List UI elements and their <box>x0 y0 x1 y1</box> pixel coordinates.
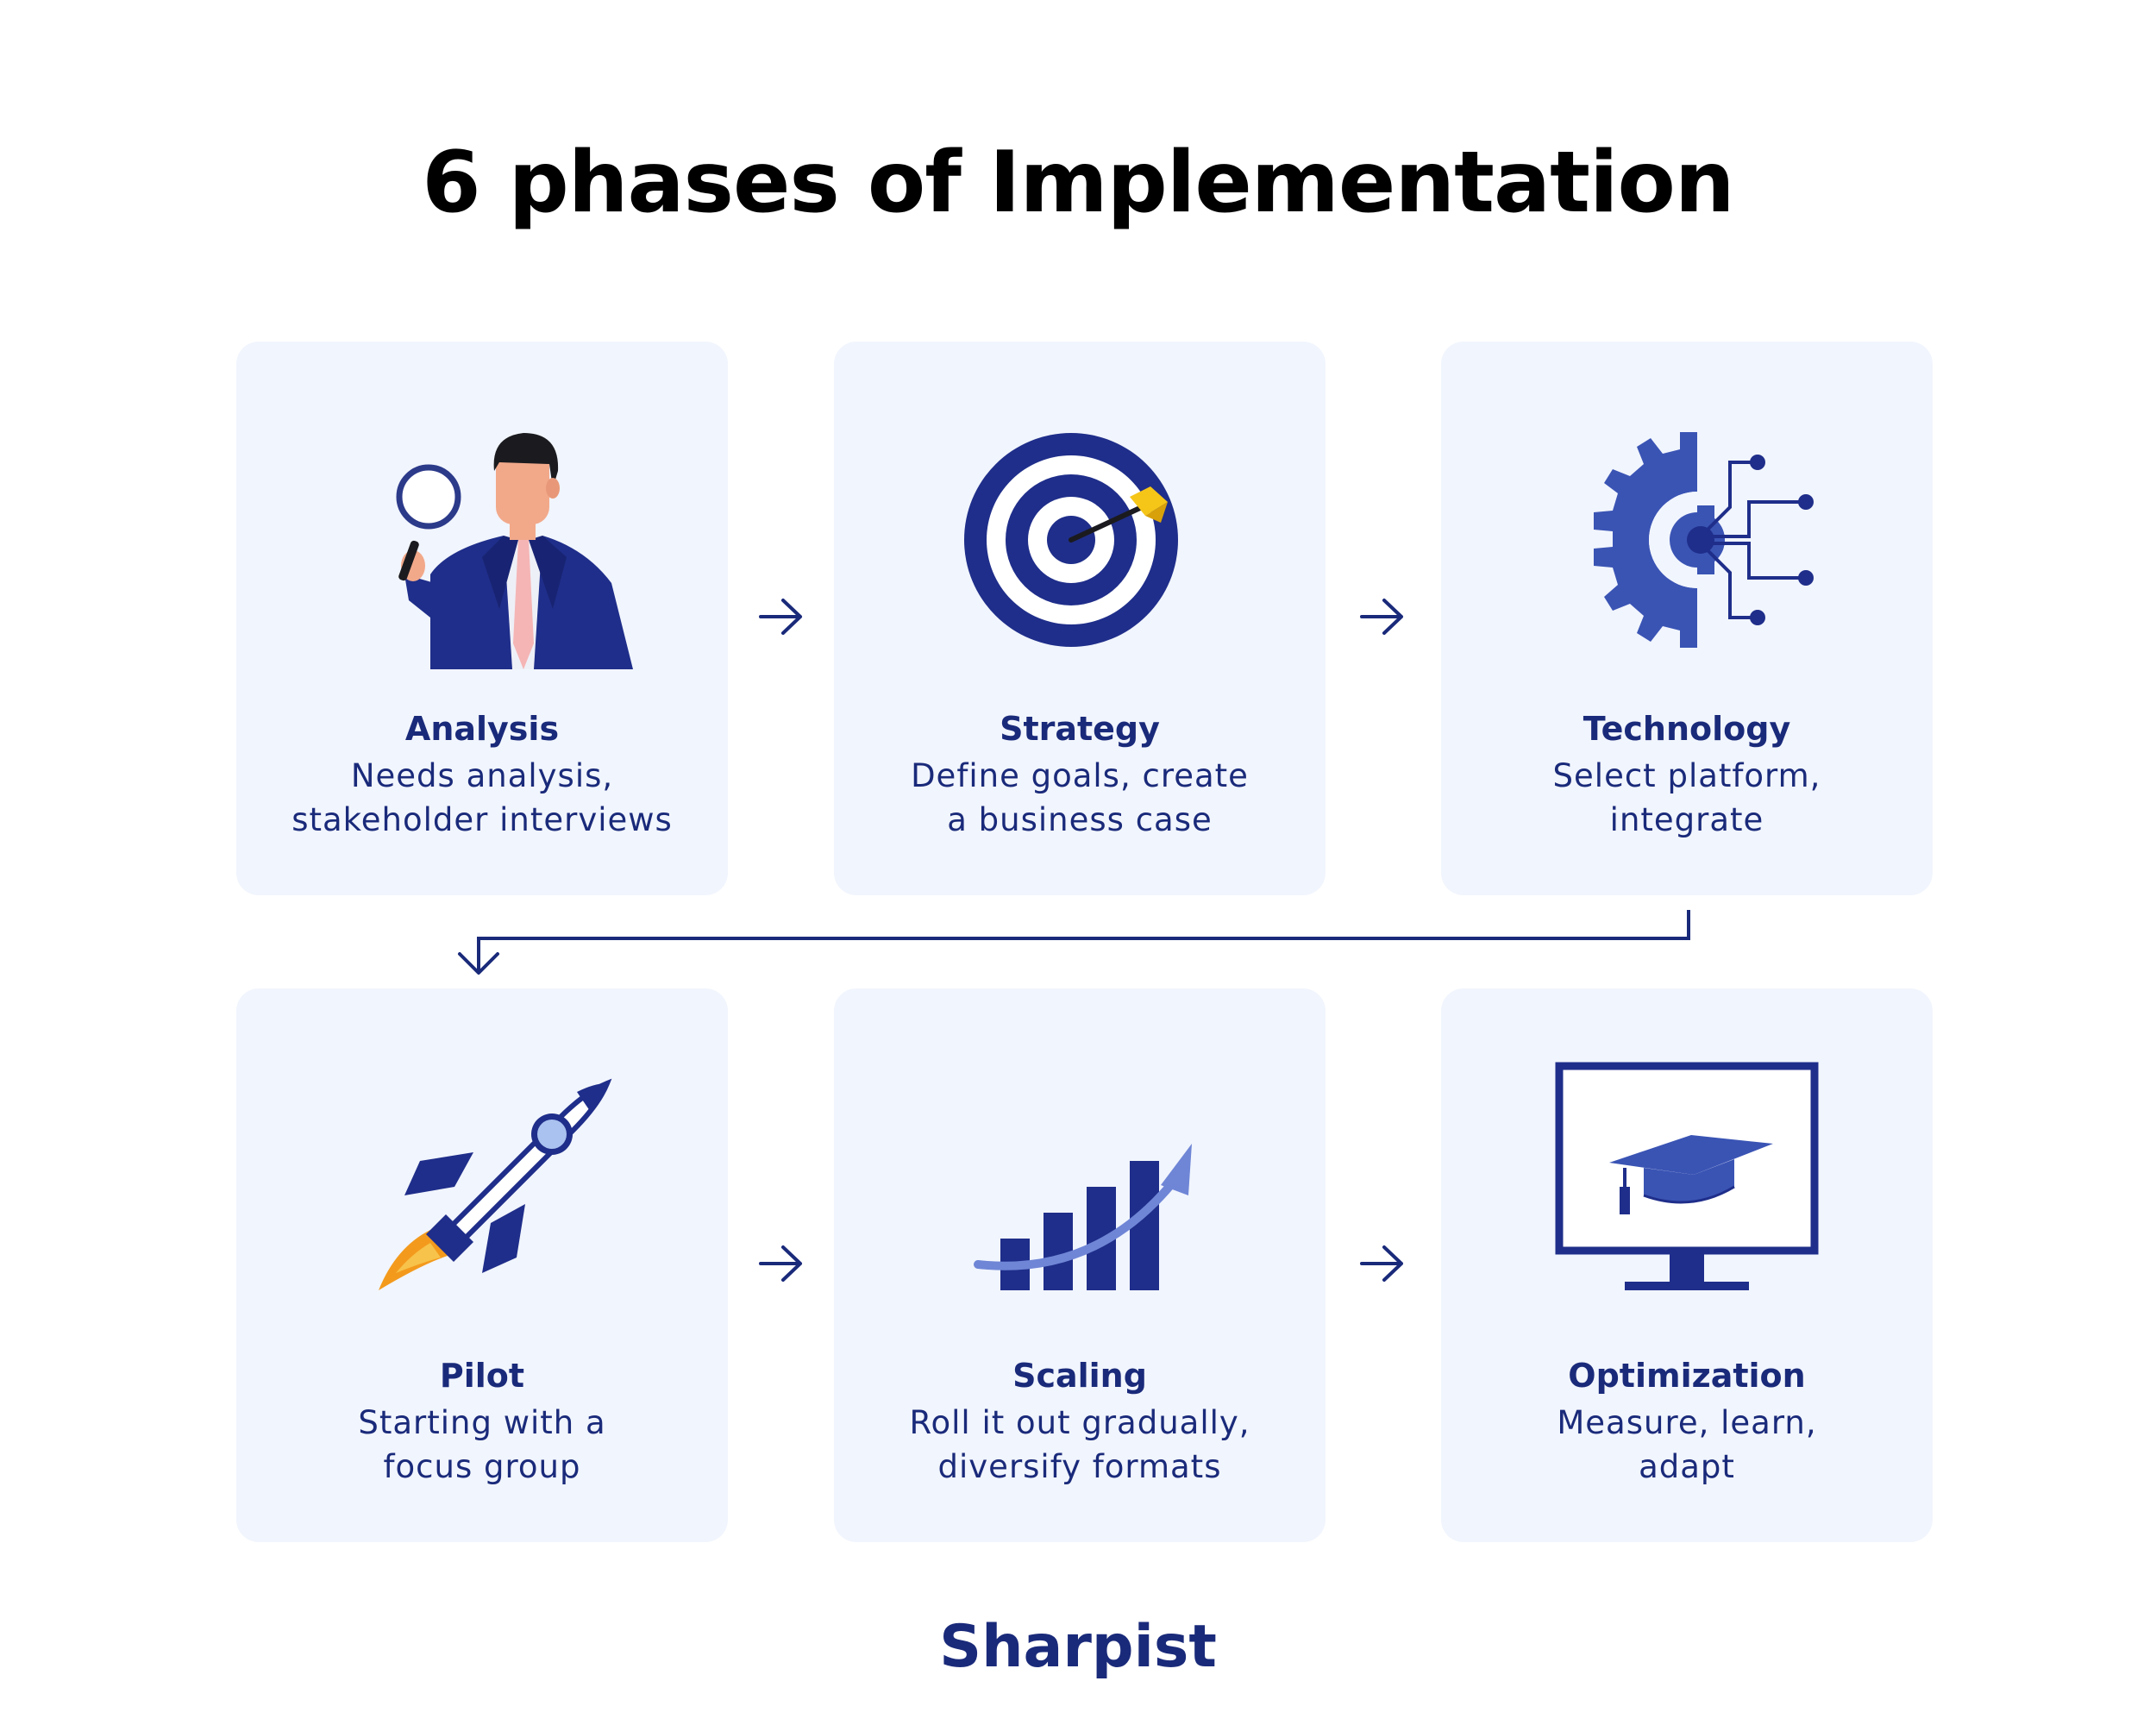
arrow-right-icon <box>1360 599 1403 635</box>
page-title: 6 phases of Implementation <box>422 134 1734 232</box>
phase-description-line: integrate <box>1609 801 1764 838</box>
phase-card-analysis: Analysis Needs analysis, stakeholder int… <box>236 342 728 895</box>
gear-circuit-icon <box>1441 411 1933 669</box>
phase-title: Pilot <box>439 1357 525 1395</box>
phase-title: Scaling <box>1012 1357 1147 1395</box>
brand-logo: Sharpist <box>939 1613 1217 1681</box>
phase-card-strategy: Strategy Define goals, create a business… <box>834 342 1326 895</box>
phase-description: Measure, learn, adapt <box>1441 1401 1933 1489</box>
target-dart-icon <box>834 411 1326 669</box>
phase-description-line: Define goals, create <box>911 757 1249 794</box>
phase-description: Needs analysis, stakeholder interviews <box>236 754 728 842</box>
phase-card-technology: Technology Select platform, integrate <box>1441 342 1933 895</box>
phase-description-line: Starting with a <box>358 1404 606 1441</box>
phase-description-line: stakeholder interviews <box>291 801 673 838</box>
phase-description-line: adapt <box>1639 1448 1735 1485</box>
phase-title: Strategy <box>1000 710 1160 748</box>
phase-title: Analysis <box>404 710 560 748</box>
phase-description: Select platform, integrate <box>1441 754 1933 842</box>
phase-card-scaling: Scaling Roll it out gradually, diversify… <box>834 988 1326 1542</box>
phase-description-line: Select platform, <box>1552 757 1821 794</box>
phase-card-pilot: Pilot Starting with a focus group <box>236 988 728 1542</box>
growth-chart-icon <box>834 1057 1326 1316</box>
arrow-right-icon <box>759 1245 802 1282</box>
arrow-right-icon <box>1360 1245 1403 1282</box>
phase-description-line: Roll it out gradually, <box>909 1404 1250 1441</box>
businessman-magnifier-icon <box>236 411 728 669</box>
phase-title: Technology <box>1583 710 1791 748</box>
phase-description: Roll it out gradually, diversify formats <box>834 1401 1326 1489</box>
phase-description-line: a business case <box>947 801 1213 838</box>
phase-description-line: Needs analysis, <box>350 757 614 794</box>
phase-description-line: focus group <box>383 1448 581 1485</box>
phase-description-line: Measure, learn, <box>1557 1404 1817 1441</box>
phase-description-line: diversify formats <box>937 1448 1222 1485</box>
rocket-icon <box>236 1057 728 1316</box>
phase-card-optimization: Optimization Measure, learn, adapt <box>1441 988 1933 1542</box>
monitor-graduation-cap-icon <box>1441 1057 1933 1316</box>
arrow-right-icon <box>759 599 802 635</box>
phase-title: Optimization <box>1568 1357 1806 1395</box>
phase-description: Starting with a focus group <box>236 1401 728 1489</box>
phase-description: Define goals, create a business case <box>834 754 1326 842</box>
